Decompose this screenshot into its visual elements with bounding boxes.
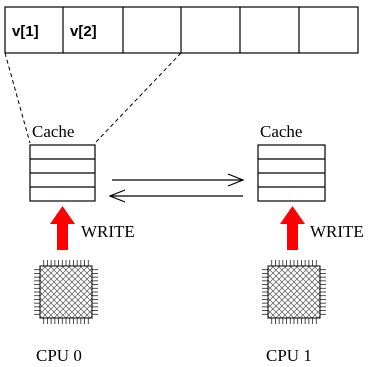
cpu-label-1: CPU 1 [266,346,312,365]
cache-block-cpu0 [29,144,96,202]
cache-cell-v1: v[1] [12,23,39,40]
zoom-line-right [94,52,182,144]
cache-block-cpu1 [257,144,326,202]
cpu-label-0: CPU 0 [36,346,82,365]
cache-line: v[1] v[2] [4,6,359,54]
write-arrow-cpu1 [280,206,305,250]
cache-label-cpu0: Cache [32,122,74,141]
coherence-arrow-right [112,173,245,187]
cache-label-cpu1: Cache [260,122,302,141]
write-label-cpu0: WRITE [81,222,135,241]
cpu-chip-icon [34,260,98,324]
zoom-line-left [4,52,31,144]
cache-cell-v2: v[2] [70,23,97,40]
coherence-arrow-left [108,189,243,203]
write-arrow-cpu0 [50,206,75,250]
write-label-cpu1: WRITE [310,222,364,241]
cpu-chip-icon [262,260,326,324]
